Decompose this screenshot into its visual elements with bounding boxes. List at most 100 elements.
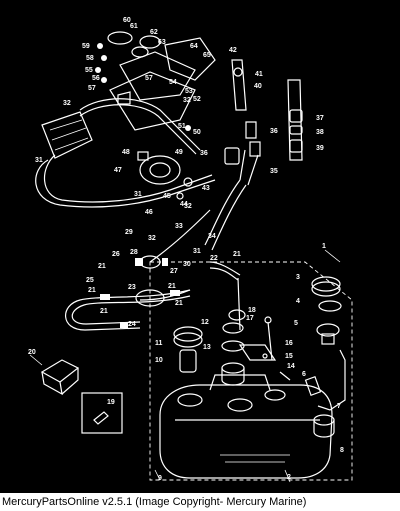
callout-47: 47 [114,167,122,174]
leader-20 [29,354,43,366]
callout-25: 25 [86,277,94,284]
callout-20: 20 [28,349,36,356]
callout-15: 15 [285,353,293,360]
callout-64: 64 [190,43,198,50]
pump-cover-64 [164,37,216,81]
callout-4: 4 [296,298,300,305]
callout-30: 30 [183,261,191,268]
callout-5: 5 [294,320,298,327]
callout-41: 41 [255,71,263,78]
callout-57b: 57 [145,75,153,82]
callout-7: 7 [337,403,341,410]
callout-43: 43 [202,185,210,192]
washer-15 [262,353,268,359]
callout-2: 2 [287,474,291,481]
pump-diaphragm [119,51,196,101]
cover-20-side [41,371,63,396]
ring-38 [289,125,303,135]
tank-filler-boss [177,393,203,407]
callout-14: 14 [287,363,295,370]
tank-sender-boss [227,398,253,412]
filter-bowl-36 [224,147,240,165]
callout-32d: 32 [183,97,191,104]
callout-48: 48 [122,149,130,156]
cover-20 [40,359,80,383]
callout-32a: 32 [63,100,71,107]
callout-6: 6 [302,371,306,378]
part-19 [93,411,109,425]
callout-44: 44 [180,201,188,208]
hose-35b [247,154,259,186]
callout-1: 1 [322,243,326,250]
callout-36a: 36 [200,150,208,157]
callout-24: 24 [128,321,136,328]
fuel-system-exploded-diagram: 1 2 3 4 5 6 7 8 9 10 11 12 13 14 15 16 1… [28,17,353,483]
filter-37 [289,109,303,123]
connector-21b [170,290,180,296]
callout-27: 27 [170,268,178,275]
leader-2 [284,469,291,483]
fuel-pump-32 [41,111,93,159]
callout-46: 46 [145,209,153,216]
hose-to-tank [237,277,241,331]
tank-label-area [220,454,290,463]
hose-loop-21b [71,295,191,325]
bracket-42 [231,59,247,111]
hose-22b [209,267,239,281]
hose-35 [239,149,246,181]
tank-pickup-boss [264,389,286,401]
hose-33 [204,179,241,246]
pump-cap-60 [107,31,133,45]
hose-34 [211,184,247,251]
leader-9 [154,469,161,481]
callout-22: 22 [210,255,218,262]
callout-53: 53 [185,88,193,95]
callout-8: 8 [340,447,344,454]
callout-31a: 31 [35,157,43,164]
callout-12: 12 [201,319,209,326]
callout-32c: 32 [148,235,156,242]
callout-16: 16 [285,340,293,347]
callout-10: 10 [155,357,163,364]
callout-31b: 31 [134,191,142,198]
handle-bracket [238,344,277,361]
callout-17: 17 [246,315,254,322]
callout-28: 28 [130,249,138,256]
callout-21b: 21 [233,251,241,258]
callout-26: 26 [112,251,120,258]
callout-63: 63 [158,39,166,46]
loose-parts-group [40,359,123,434]
hose-loop-31b [43,154,213,203]
tank-handle [209,374,271,391]
callout-29: 29 [125,229,133,236]
hose-loop-31 [35,159,216,208]
callout-9: 9 [158,475,162,482]
callout-36b: 36 [270,128,278,135]
callout-21a: 21 [98,263,106,270]
box-19 [81,392,123,434]
filter-49-inner [149,162,171,178]
callout-60: 60 [123,17,131,24]
cover-20-side-b [61,368,79,395]
callout-33: 33 [175,223,183,230]
cap-8-body [313,420,335,438]
clamp-24 [120,322,128,328]
tank-kit-outline [149,261,353,481]
pump-body [109,71,196,131]
hose-32 [79,98,201,151]
hose-loop-21 [65,289,191,331]
part-44 [176,192,184,200]
fitting-30 [162,258,168,266]
gasket-13 [221,340,245,352]
callout-55: 55 [85,67,93,74]
gauge-18 [228,309,246,321]
center-parts-group [173,309,291,386]
pump-62 [139,35,161,49]
gasket-13b [221,362,245,374]
pump-58 [101,55,107,61]
cap-11 [173,326,203,342]
bracket-right [287,79,303,161]
callout-42: 42 [229,47,237,54]
gasket-4 [318,300,342,312]
